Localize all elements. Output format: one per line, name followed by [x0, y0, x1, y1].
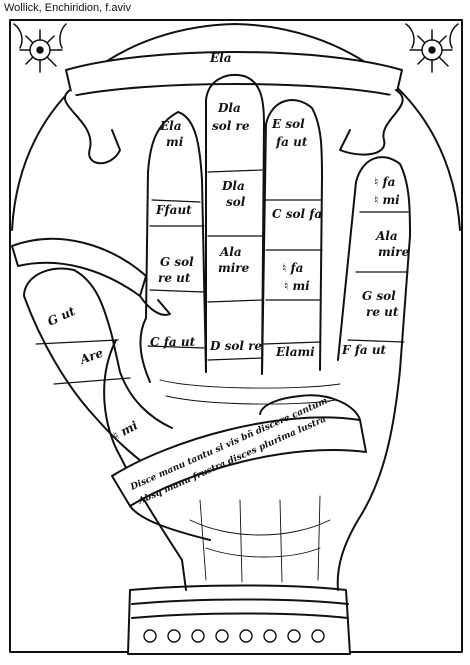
- middle-l3: Dla: [221, 179, 245, 193]
- wrist-cuff: [127, 584, 351, 655]
- index-l2: mi: [166, 135, 184, 149]
- left-scroll-tail: [139, 295, 171, 316]
- top-banner-label: Ela: [209, 51, 231, 65]
- thumb-l3: ♮ mi: [111, 418, 141, 443]
- ring-l1: E sol: [271, 117, 305, 131]
- index-l1: Ela: [159, 119, 181, 133]
- middle-l6: mire: [218, 261, 250, 275]
- pinky-l2: ♮ mi: [374, 193, 400, 207]
- top-banner-right-tail: [339, 89, 404, 156]
- pinky-l3: Ala: [375, 229, 398, 243]
- pinky-l6: re ut: [366, 305, 399, 319]
- middle-l4: sol: [226, 195, 246, 209]
- ring-l6: Elami: [275, 345, 315, 359]
- thumb-l2: Are: [77, 346, 105, 368]
- thumb-l1: G ut: [45, 304, 77, 329]
- index-l3: Ffaut: [155, 203, 192, 217]
- finger-middle-outline: [205, 74, 265, 375]
- cuff-beads: [143, 629, 325, 643]
- flower-ornament-right-icon: [405, 23, 459, 73]
- top-banner-left-tail: [63, 89, 121, 165]
- ring-l5: ♮ mi: [284, 279, 310, 293]
- pinky-l4: mire: [378, 245, 410, 259]
- pinky-l1: ♮ fa: [374, 175, 395, 189]
- arch: [11, 23, 461, 231]
- palm-scroll: [111, 416, 367, 507]
- middle-l5: Ala: [219, 245, 242, 259]
- index-l5: re ut: [158, 271, 191, 285]
- ring-l4: ♮ fa: [282, 261, 303, 275]
- flower-ornament-left-icon: [13, 23, 67, 73]
- middle-l7: D sol re: [209, 339, 262, 353]
- middle-l2: sol re: [212, 119, 250, 133]
- middle-l1: Dla: [217, 101, 241, 115]
- index-l4: G sol: [160, 255, 194, 269]
- hand-outline: [103, 99, 411, 591]
- pinky-l7: F fa ut: [341, 343, 387, 357]
- index-l6: C fa ut: [150, 335, 196, 349]
- pinky-l5: G sol: [362, 289, 396, 303]
- left-scroll: [11, 237, 147, 297]
- thumb-outline: [23, 267, 177, 485]
- ring-l3: C sol fa: [272, 207, 322, 221]
- ring-l2: fa ut: [275, 135, 308, 149]
- caption: Wollick, Enchiridion, f.aviv: [4, 2, 131, 14]
